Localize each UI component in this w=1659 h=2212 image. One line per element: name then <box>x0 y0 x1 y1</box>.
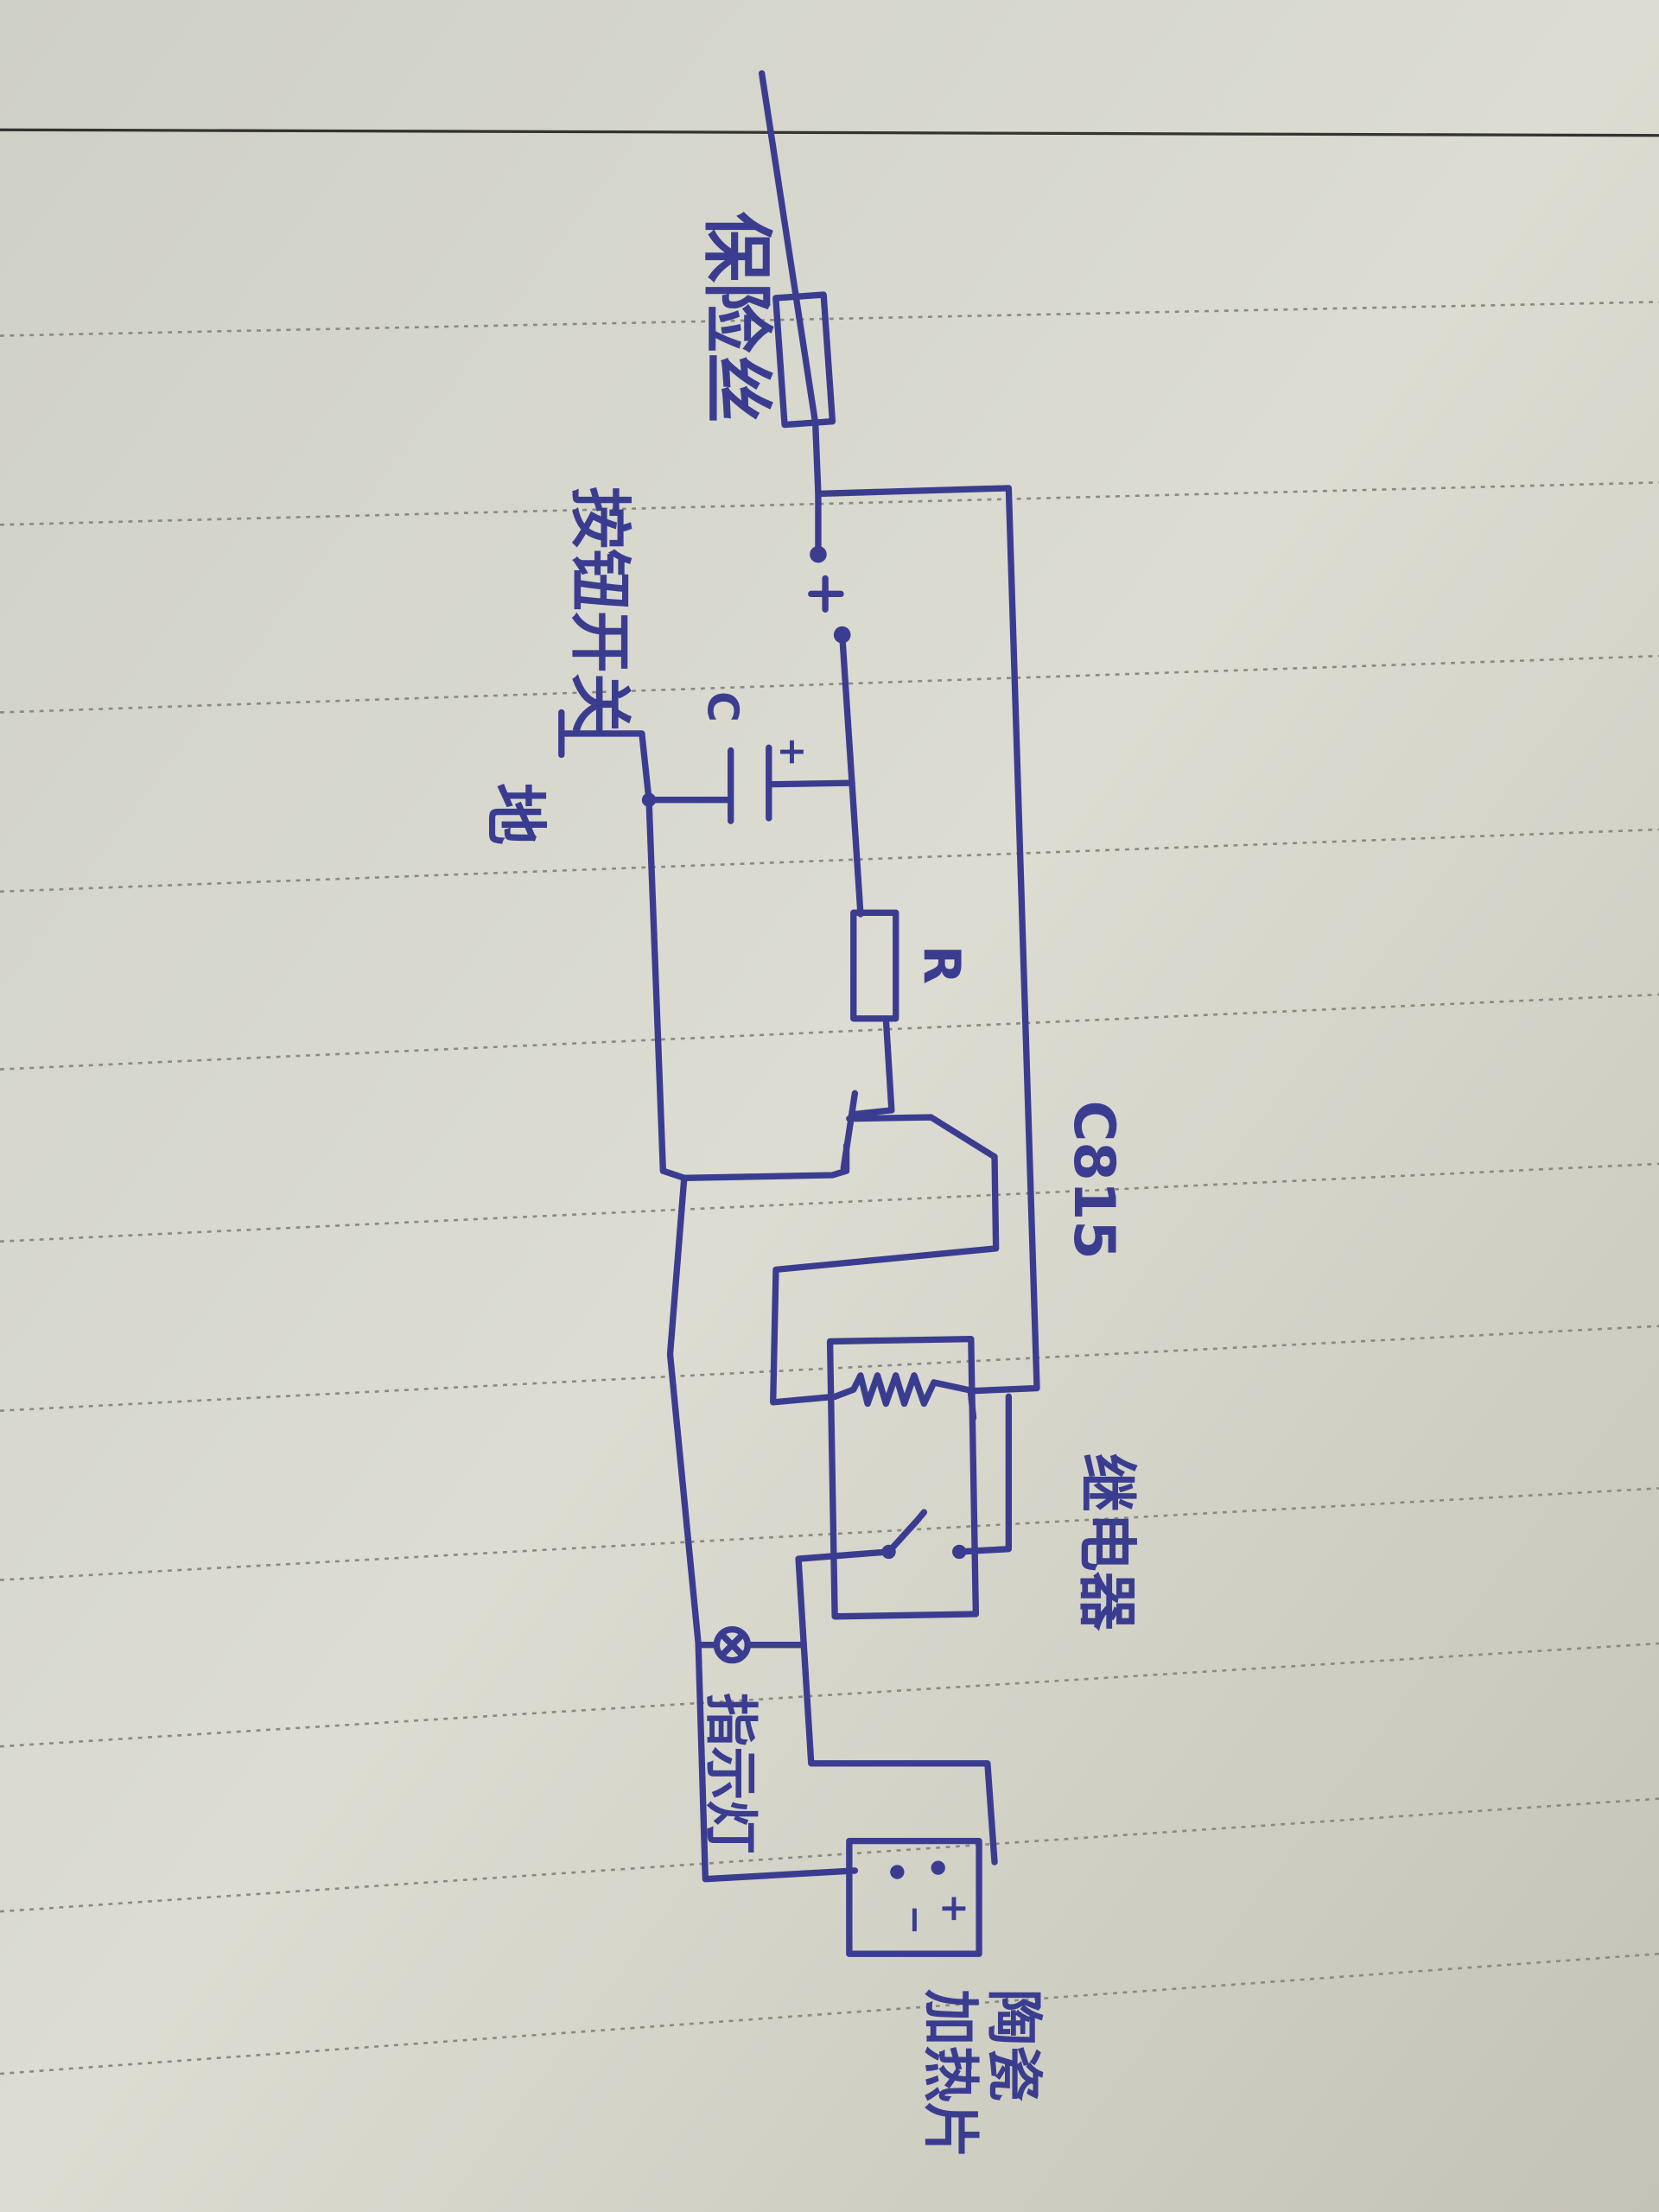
indicator-lamp: 指示灯 <box>695 1626 805 1853</box>
fuse <box>758 70 836 429</box>
relay: 继电器 <box>795 1335 1141 1866</box>
heater-label-line1: 陶瓷 <box>981 1989 1046 2102</box>
heater-label-line2: 加热片 <box>918 1989 983 2158</box>
capacitor-label: C <box>698 691 747 722</box>
resistor: R <box>850 909 971 1114</box>
transistor-label: C815 <box>1061 1100 1127 1259</box>
indicator-label: 指示灯 <box>699 1693 762 1853</box>
transistor: C815 <box>681 1090 1127 1406</box>
resistor-label: R <box>912 945 971 984</box>
capacitor: + C <box>648 691 855 824</box>
svg-text:−: − <box>893 1904 936 1936</box>
svg-text:+: + <box>771 736 813 767</box>
fuse-label: 保险丝 <box>695 212 777 423</box>
ground: 地 <box>479 709 657 845</box>
ground-wire <box>645 797 859 1883</box>
switch-label: 按钮开关 <box>563 486 636 734</box>
supply-wire <box>812 420 1040 1395</box>
ground-label: 地 <box>479 783 551 845</box>
ruled-lines <box>0 128 1659 2075</box>
ceramic-heater: + − 陶瓷 加热片 <box>846 1837 1046 2158</box>
relay-label: 继电器 <box>1071 1453 1141 1631</box>
svg-text:+: + <box>933 1893 976 1924</box>
